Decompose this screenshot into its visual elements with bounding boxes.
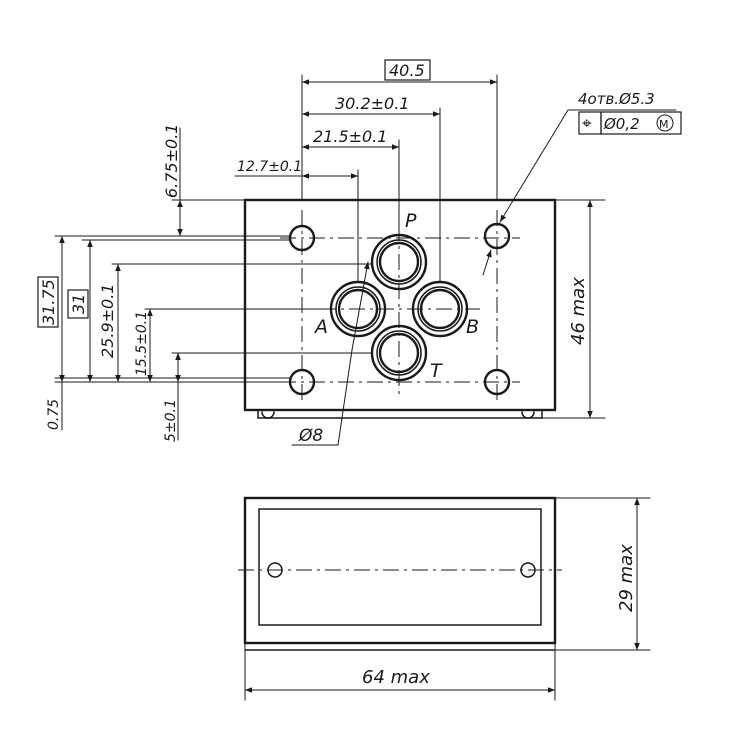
top-view: P A B T 40.5 30.2±0.1 21.5±0.1 12.7±0.1: [37, 59, 682, 446]
dim-height-max: 46 max: [568, 277, 589, 345]
foot-left: [261, 411, 275, 419]
dim-height-basic: 31.75: [39, 279, 58, 325]
port-a-label: A: [313, 316, 328, 338]
side-view: 29 max 64 max: [238, 496, 651, 701]
mmc-modifier-icon: M: [659, 118, 669, 131]
foot-right: [521, 411, 535, 419]
dim-top-edge: 6.75±0.1: [162, 124, 181, 198]
dim-hole-spacing: 30.2±0.1: [335, 94, 409, 113]
top-view-body: [243, 198, 557, 412]
port-t-label: T: [430, 360, 443, 382]
dim-t-height: 5±0.1: [163, 399, 179, 442]
mounting-hole-callout: 4отв.Ø5.3: [578, 90, 655, 108]
position-tolerance-icon: ⌖: [582, 114, 592, 134]
port-p-label: P: [405, 210, 417, 232]
dim-p-height: 25.9±0.1: [98, 284, 117, 358]
dim-a-offset: 12.7±0.1: [237, 159, 302, 175]
dim-width-max: 64 max: [362, 667, 430, 688]
position-tolerance-value: Ø0,2: [603, 115, 640, 133]
dim-ab-height: 15.5±0.1: [134, 311, 150, 376]
port-b-label: B: [466, 316, 479, 338]
dim-overall-width: 40.5: [389, 61, 425, 80]
dim-depth-max: 29 max: [616, 544, 637, 612]
dim-p-offset: 21.5±0.1: [313, 127, 387, 146]
dim-b-height-basic: 31: [69, 294, 88, 314]
dim-port-diameter: Ø8: [298, 426, 323, 446]
dim-small-offset: 0.75: [46, 399, 62, 430]
